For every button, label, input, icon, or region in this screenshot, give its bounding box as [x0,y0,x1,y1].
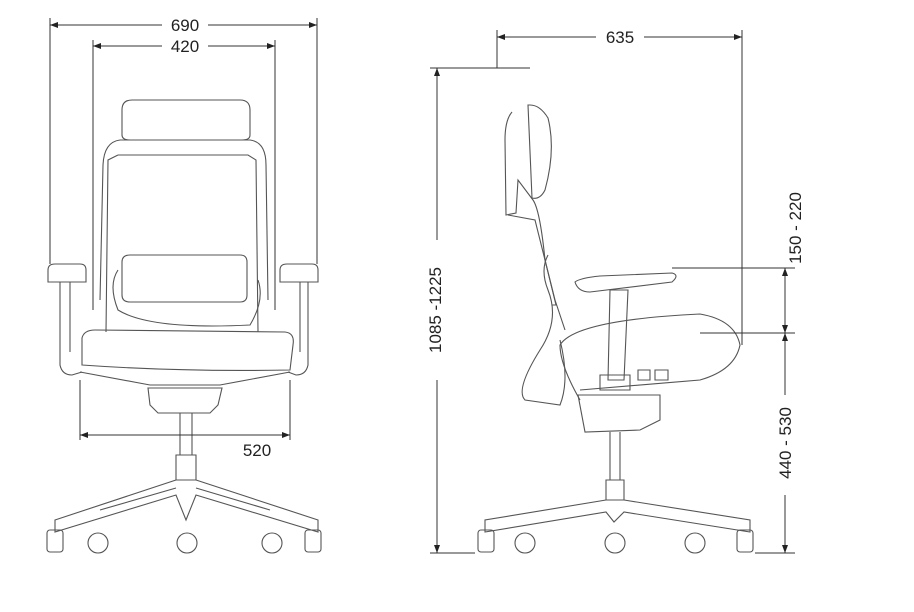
dimension-label-520: 520 [243,441,271,460]
dimension-label-total-height: 1085 -1225 [426,267,445,353]
dimension-label-690: 690 [171,16,199,35]
dimension-690: 690 [50,16,317,35]
dimension-label-635: 635 [606,28,634,47]
dimension-635: 635 [497,28,742,47]
dimension-seat-height: 440 - 530 [772,333,796,553]
dimension-label-420: 420 [171,37,199,56]
dimension-armrest-height: 150 - 220 [782,192,805,333]
dimension-420: 420 [93,37,275,56]
front-casters [46,529,322,554]
side-view-chair [477,104,754,554]
dimension-label-armrest-height: 150 - 220 [786,192,805,264]
front-view-chair [46,99,322,554]
dimension-label-seat-height: 440 - 530 [776,407,795,479]
dimension-520: 520 [80,432,290,460]
dimension-total-height: 1085 -1225 [424,68,446,553]
extension-lines [49,18,795,554]
side-casters [477,529,754,554]
